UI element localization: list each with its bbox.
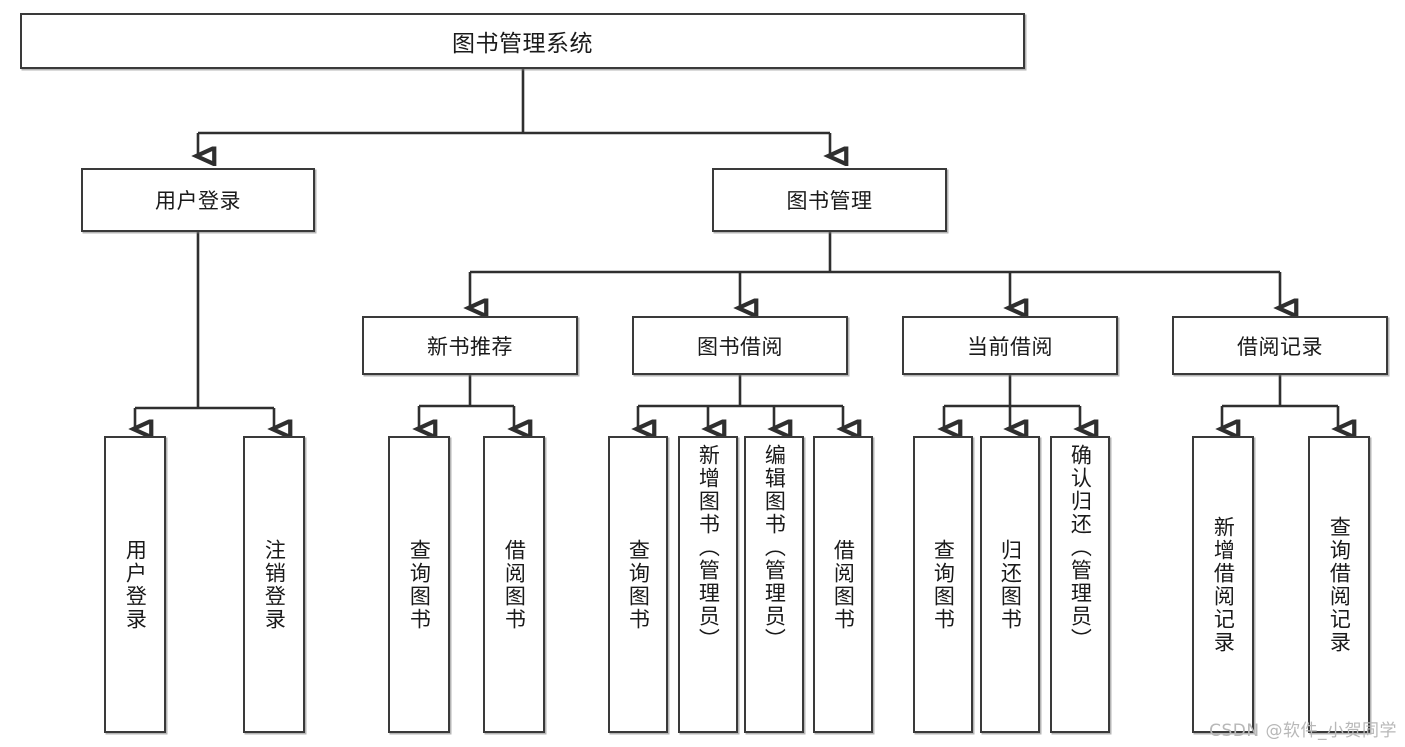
leaf-query-book-borrow[interactable]: 查询图书	[608, 436, 668, 733]
node-user-login[interactable]: 用户登录	[81, 168, 315, 232]
leaf-confirm-return[interactable]: 确认归还（管理员）	[1050, 436, 1110, 733]
node-borrow-record[interactable]: 借阅记录	[1172, 316, 1388, 375]
node-label: 图书借阅	[697, 334, 783, 359]
node-current-borrow[interactable]: 当前借阅	[902, 316, 1118, 375]
leaf-query-book-recommend[interactable]: 查询图书	[388, 436, 450, 733]
leaf-user-login[interactable]: 用户登录	[104, 436, 166, 733]
node-label: 图书管理系统	[452, 31, 593, 57]
leaf-query-book-current[interactable]: 查询图书	[913, 436, 973, 733]
node-new-book-recommend[interactable]: 新书推荐	[362, 316, 578, 375]
node-book-borrow[interactable]: 图书借阅	[632, 316, 848, 375]
node-book-management[interactable]: 图书管理	[712, 168, 947, 232]
node-label: 用户登录	[155, 189, 241, 213]
node-label: 查询借阅记录	[1327, 515, 1352, 654]
node-label: 新书推荐	[427, 334, 513, 359]
node-label: 编辑图书（管理员）	[762, 444, 787, 651]
leaf-add-borrow-record[interactable]: 新增借阅记录	[1192, 436, 1254, 733]
node-label: 图书管理	[786, 189, 873, 213]
node-label: 借阅记录	[1237, 334, 1323, 359]
node-label: 当前借阅	[967, 334, 1053, 359]
leaf-logout[interactable]: 注销登录	[243, 436, 305, 733]
csdn-watermark: CSDN @软件_小贺同学	[1209, 721, 1397, 741]
leaf-return-book[interactable]: 归还图书	[980, 436, 1040, 733]
node-label: 借阅图书	[502, 538, 527, 631]
leaf-borrow-book[interactable]: 借阅图书	[813, 436, 873, 733]
node-label: 查询图书	[931, 538, 956, 631]
leaf-add-book[interactable]: 新增图书（管理员）	[678, 436, 738, 733]
leaf-borrow-book-recommend[interactable]: 借阅图书	[483, 436, 545, 733]
node-label: 确认归还（管理员）	[1068, 444, 1093, 651]
node-label: 归还图书	[998, 538, 1023, 631]
node-label: 注销登录	[262, 538, 287, 631]
node-label: 借阅图书	[831, 538, 856, 631]
leaf-edit-book[interactable]: 编辑图书（管理员）	[744, 436, 804, 733]
node-label: 新增图书（管理员）	[696, 444, 721, 651]
node-root-system[interactable]: 图书管理系统	[20, 13, 1025, 69]
node-label: 查询图书	[407, 538, 432, 631]
node-label: 用户登录	[123, 538, 148, 631]
node-label: 新增借阅记录	[1211, 515, 1236, 654]
node-label: 查询图书	[626, 538, 651, 631]
leaf-query-borrow-record[interactable]: 查询借阅记录	[1308, 436, 1370, 733]
